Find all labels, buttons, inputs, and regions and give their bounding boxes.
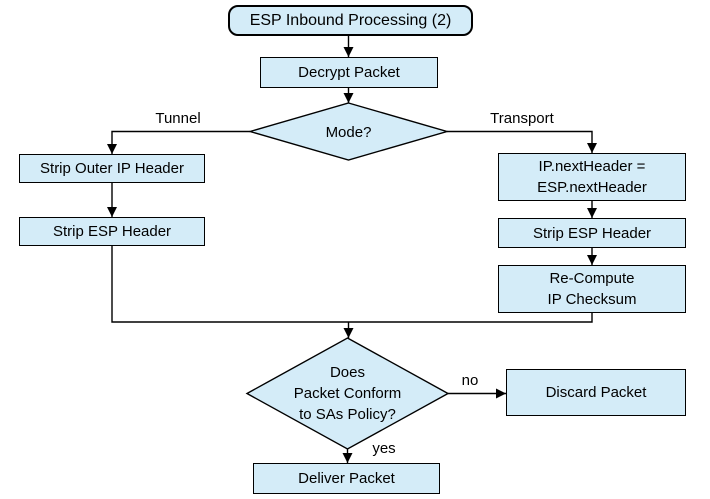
mode-decision-label: Mode? xyxy=(325,123,372,141)
discard-packet-node: Discard Packet xyxy=(506,369,686,416)
recompute-ip-checksum-node: Re-Compute IP Checksum xyxy=(498,265,686,313)
strip-outer-ip-header-node: Strip Outer IP Header xyxy=(19,154,205,183)
sa-policy-decision-label: Does Packet Conform to SAs Policy? xyxy=(293,364,402,423)
connector-merge-left xyxy=(111,246,349,323)
decrypt-packet-node: Decrypt Packet xyxy=(260,57,438,88)
deliver-packet-node: Deliver Packet xyxy=(253,463,440,494)
mode-decision-diamond xyxy=(247,102,450,161)
edge-label-transport: Transport xyxy=(490,110,554,127)
edge-label-no: no xyxy=(461,372,479,389)
connector-mode-tunnel xyxy=(107,130,250,154)
strip-esp-header-left-node: Strip ESP Header xyxy=(19,217,205,246)
edge-label-yes: yes xyxy=(372,440,396,457)
connector-merge-right xyxy=(348,313,593,323)
ip-nextheader-node: IP.nextHeader = ESP.nextHeader xyxy=(498,153,686,201)
connector-mode-transport xyxy=(447,130,597,153)
strip-esp-header-right-node: Strip ESP Header xyxy=(498,218,686,248)
edge-label-tunnel: Tunnel xyxy=(155,110,201,127)
start-node: ESP Inbound Processing (2) xyxy=(228,5,473,36)
